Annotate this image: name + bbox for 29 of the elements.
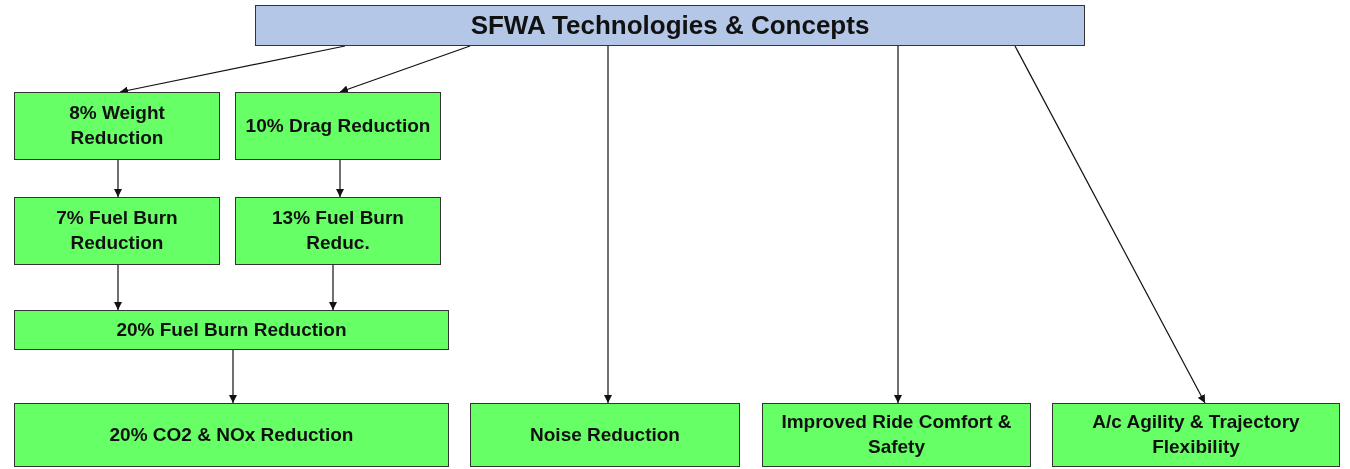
box-label: SFWA Technologies & Concepts [470,8,870,42]
arrow [339,45,471,94]
process-box [1052,403,1340,467]
process-box [14,403,449,467]
box-label: A/c Agility & Trajectory Flexibility [1091,410,1301,459]
box-label: Improved Ride Comfort & Safety [780,410,1013,459]
arrow [336,159,344,198]
arrow [114,264,122,311]
process-box [14,197,220,265]
process-box [14,310,449,350]
box-label: 7% Fuel Burn Reduction [55,206,179,255]
process-box [14,92,220,160]
box-label: 10% Drag Reduction [245,113,431,138]
process-box [470,403,740,467]
arrow [114,159,122,198]
process-box [762,403,1031,467]
box-label: 13% Fuel Burn Reduc. [271,206,405,255]
arrow [894,45,902,404]
process-box [235,92,441,160]
box-label: 8% Weight Reduction [68,101,166,150]
title-box [255,5,1085,46]
box-label: 20% CO2 & NOx Reduction [109,422,354,447]
box-label: 20% Fuel Burn Reduction [116,317,347,342]
arrow [1014,45,1206,404]
box-label: Noise Reduction [530,422,680,447]
arrow [229,349,237,404]
arrow [604,45,612,404]
arrow [329,264,337,311]
process-box [235,197,441,265]
